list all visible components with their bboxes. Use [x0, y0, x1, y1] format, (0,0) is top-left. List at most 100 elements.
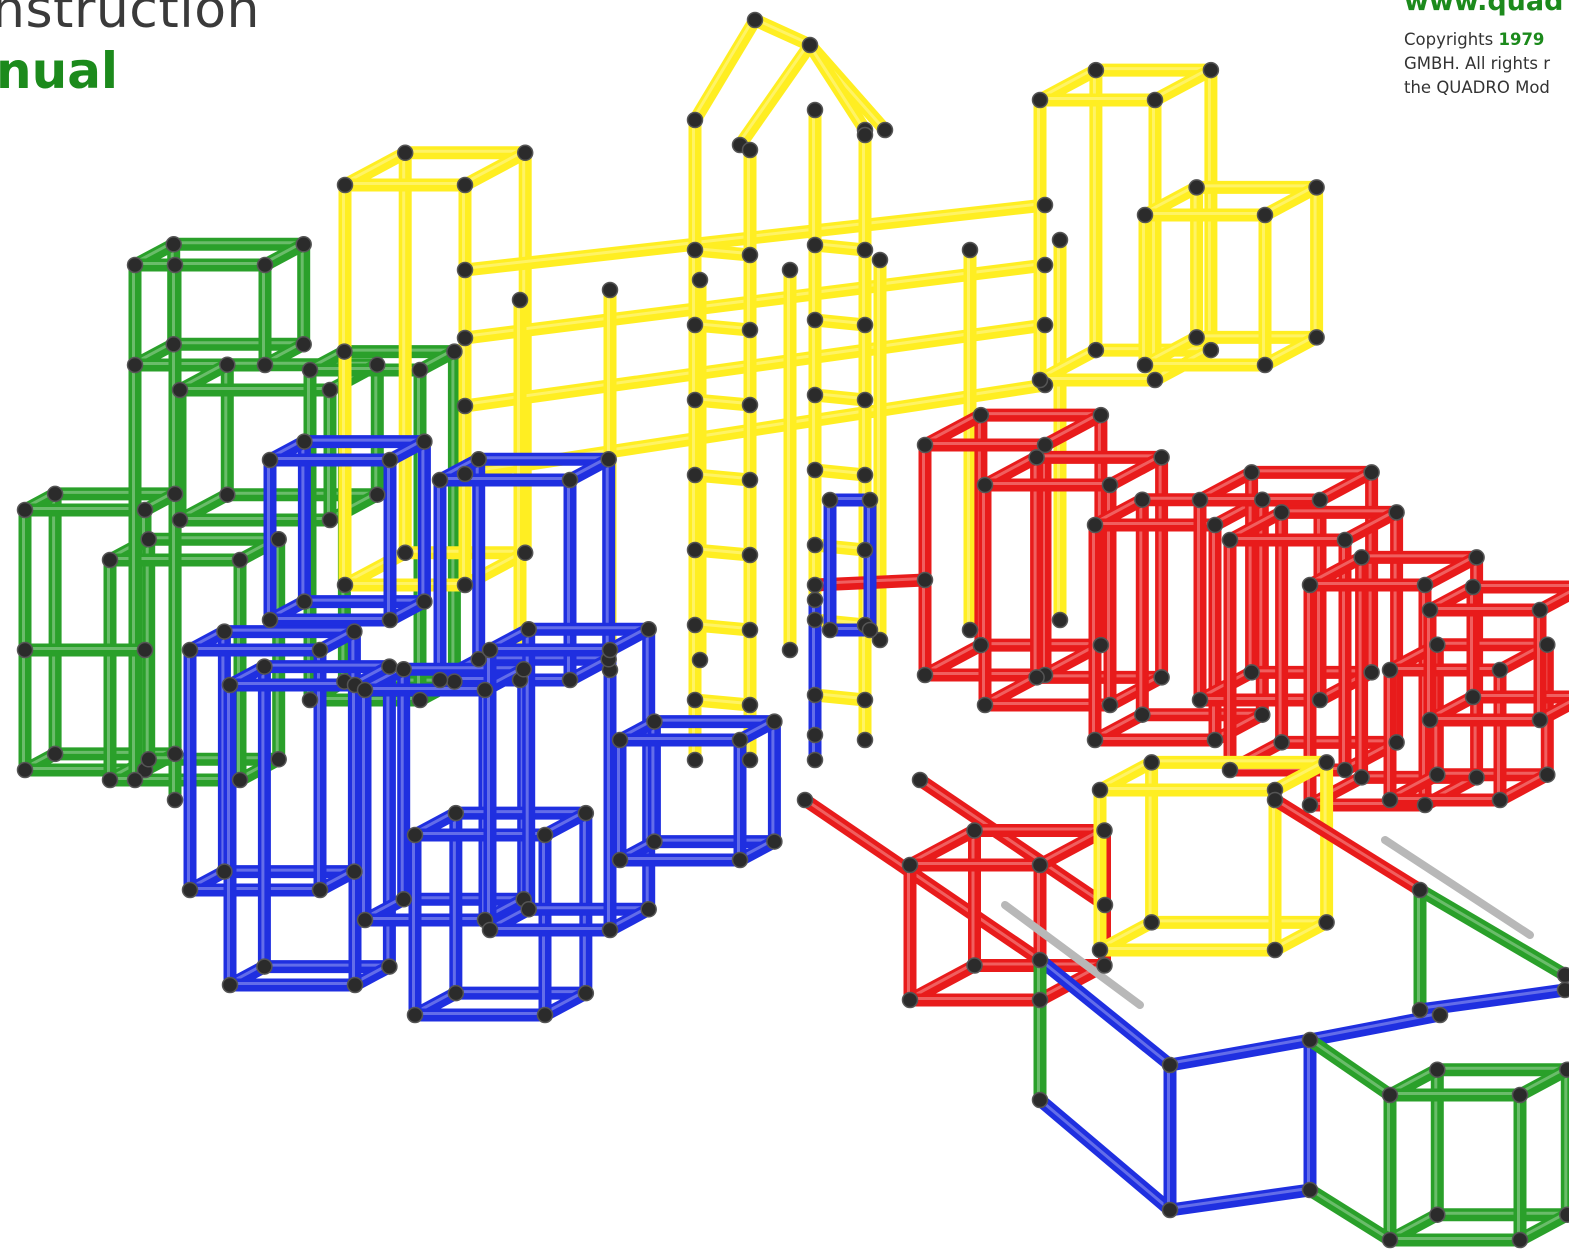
connector-joint: [1031, 991, 1049, 1009]
connector-joint: [801, 36, 819, 54]
tube-highlight: [1517, 1066, 1567, 1095]
connector-joint-group: [16, 11, 1569, 1249]
connector-joint: [1188, 329, 1205, 346]
connector-joint: [976, 696, 994, 714]
connector-joint: [601, 921, 619, 939]
tube: [1419, 983, 1566, 1017]
connector-joint: [1134, 706, 1151, 723]
connector-joint: [1531, 711, 1549, 729]
connector-joint: [766, 713, 783, 730]
tube-highlight: [737, 42, 810, 145]
connector-joint: [1431, 1006, 1449, 1024]
connector-joint: [806, 536, 824, 554]
connector-joint: [1363, 464, 1380, 481]
connector-joint: [481, 641, 499, 659]
manual-title-line1: nstruction: [0, 0, 260, 40]
connector-joint: [470, 451, 487, 468]
connector-joint: [411, 361, 429, 379]
connector-joint: [686, 316, 704, 334]
manual-title-line2: nual: [0, 42, 119, 100]
tube-highlight: [1307, 1187, 1390, 1240]
connector-joint: [1429, 766, 1446, 783]
connector-joint: [270, 531, 287, 548]
connector-joint: [1429, 1206, 1446, 1223]
connector-joint: [301, 361, 319, 379]
connector-joint: [686, 616, 704, 634]
connector-joint: [1254, 491, 1271, 508]
connector-joint: [806, 236, 824, 254]
connector-joint: [686, 691, 704, 709]
connector-joint: [381, 658, 398, 675]
connector-joint: [520, 621, 537, 638]
connector-joint: [140, 751, 157, 768]
tube-highlight: [907, 962, 974, 1000]
connector-joint: [1301, 1031, 1319, 1049]
connector-joint: [295, 236, 312, 253]
website-url: www.quad: [1404, 0, 1564, 17]
connector-joint: [741, 246, 759, 264]
connector-joint: [231, 551, 249, 569]
connector-joint: [1381, 1231, 1399, 1249]
connector-joint: [456, 329, 474, 347]
tube-highlight: [1037, 1097, 1170, 1210]
grab-rail: [1381, 836, 1534, 939]
connector-joint: [1318, 754, 1335, 771]
connector-joint: [601, 281, 619, 299]
connector-joint: [741, 751, 759, 769]
tube-highlight: [907, 827, 974, 865]
connector-joint: [1556, 981, 1569, 999]
connector-joint: [406, 826, 424, 844]
connector-joint: [1036, 256, 1054, 274]
connector-joint: [1464, 688, 1482, 706]
connector-joint: [686, 391, 704, 409]
connector-joint: [806, 591, 824, 609]
connector-joint: [171, 511, 189, 529]
connector-joint: [256, 658, 273, 675]
connector-joint: [1031, 91, 1049, 109]
connector-joint: [856, 241, 874, 259]
connector-joint: [861, 621, 879, 639]
connector-joint: [261, 451, 279, 469]
connector-joint: [136, 641, 154, 659]
connector-joint: [1353, 769, 1370, 786]
connector-joint: [1087, 341, 1105, 359]
connector-joint: [1464, 578, 1482, 596]
connector-joint: [1318, 914, 1335, 931]
connector-joint: [219, 486, 236, 503]
connector-joint: [1143, 754, 1160, 771]
tube: [1516, 1063, 1569, 1101]
connector-joint: [346, 863, 363, 880]
connector-joint: [1146, 91, 1164, 109]
connector-joint: [741, 141, 759, 159]
connector-joint: [876, 121, 894, 139]
connector-joint: [369, 356, 386, 373]
connector-joint: [1153, 449, 1170, 466]
connector-joint: [806, 101, 824, 119]
connector-joint: [165, 236, 182, 253]
connector-joint: [856, 316, 874, 334]
red-tube-group: [808, 408, 1569, 812]
connector-joint: [961, 241, 979, 259]
connector-joint: [536, 1006, 554, 1024]
connector-joint: [356, 681, 374, 699]
tube: [1421, 551, 1480, 591]
connector-joint: [1429, 636, 1446, 653]
connector-joint: [336, 576, 354, 594]
connector-joint: [856, 731, 874, 749]
connector-joint: [1273, 734, 1290, 751]
connector-joint: [806, 686, 824, 704]
connector-joint: [691, 651, 709, 669]
connector-joint: [1468, 549, 1485, 566]
connector-joint: [395, 661, 412, 678]
connector-joint: [1388, 734, 1405, 751]
connector-joint: [336, 176, 354, 194]
connector-joint: [1411, 1001, 1429, 1019]
connector-joint: [216, 863, 233, 880]
connector-joint: [1161, 1056, 1179, 1074]
connector-joint: [806, 726, 824, 744]
tube-highlight: [1272, 919, 1326, 950]
connector-joint: [311, 881, 329, 899]
connector-joint: [646, 833, 663, 850]
connector-joint: [216, 623, 233, 640]
